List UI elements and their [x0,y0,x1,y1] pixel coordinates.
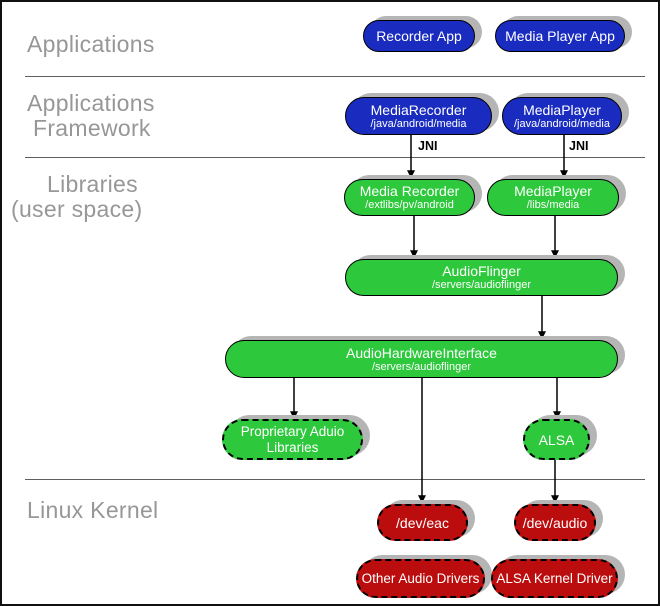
node-title: ALSA Kernel Driver [496,570,613,586]
section-divider-1 [25,76,645,77]
node-title: /dev/audio [522,514,588,531]
node-title: MediaPlayer [514,183,592,199]
node-title: Recorder App [376,28,462,44]
section-label-applications: Applications [27,31,155,57]
node-path: /servers/audioflinger [371,360,472,373]
node-mediarecorder-framework: MediaRecorder /java/android/media [345,97,492,135]
node-alsa-kernel-driver: ALSA Kernel Driver [491,559,618,598]
section-divider-3 [25,479,645,480]
section-label-libraries-line2: (user space) [11,196,143,222]
section-divider-2 [25,157,645,158]
node-path: /extlibs/pv/android [365,199,454,211]
node-other-audio-drivers: Other Audio Drivers [356,559,485,598]
node-path: /java/android/media [370,117,467,130]
node-dev-eac: /dev/eac [377,504,468,541]
node-title: Proprietary Aduio Libraries [240,423,345,455]
node-title: AudioFlinger [442,263,521,279]
node-title: MediaPlayer [523,101,601,118]
node-mediaplayer-framework: MediaPlayer /java/android/media [502,97,622,135]
section-label-linux-kernel: Linux Kernel [27,497,159,523]
node-audiohardwareinterface: AudioHardwareInterface /servers/audiofli… [225,340,618,378]
node-proprietary-audio-libraries: Proprietary Aduio Libraries [222,419,363,460]
node-alsa: ALSA [523,419,590,460]
node-title: MediaRecorder [370,101,467,118]
node-audioflinger: AudioFlinger /servers/audioflinger [345,259,618,296]
node-path: /libs/media [526,199,580,211]
node-title: Media Recorder [359,183,460,199]
node-media-player-app: Media Player App [495,20,625,52]
node-title: Media Player App [505,28,615,44]
node-title: ALSA [538,431,575,448]
section-label-framework-line2: Framework [33,115,151,141]
node-recorder-app: Recorder App [363,20,475,52]
node-title: Other Audio Drivers [361,570,480,586]
node-path: /servers/audioflinger [431,279,532,291]
node-dev-audio: /dev/audio [514,504,596,541]
node-media-recorder-lib: Media Recorder /extlibs/pv/android [344,179,475,216]
node-title: AudioHardwareInterface [346,344,497,361]
jni-label-right: JNI [569,139,589,153]
jni-label-left: JNI [418,139,438,153]
node-path: /java/android/media [513,117,610,130]
section-label-framework-line1: Applications [27,90,155,116]
node-mediaplayer-lib: MediaPlayer /libs/media [487,179,619,216]
node-title: /dev/eac [396,514,449,531]
section-label-libraries-line1: Libraries [47,171,138,197]
